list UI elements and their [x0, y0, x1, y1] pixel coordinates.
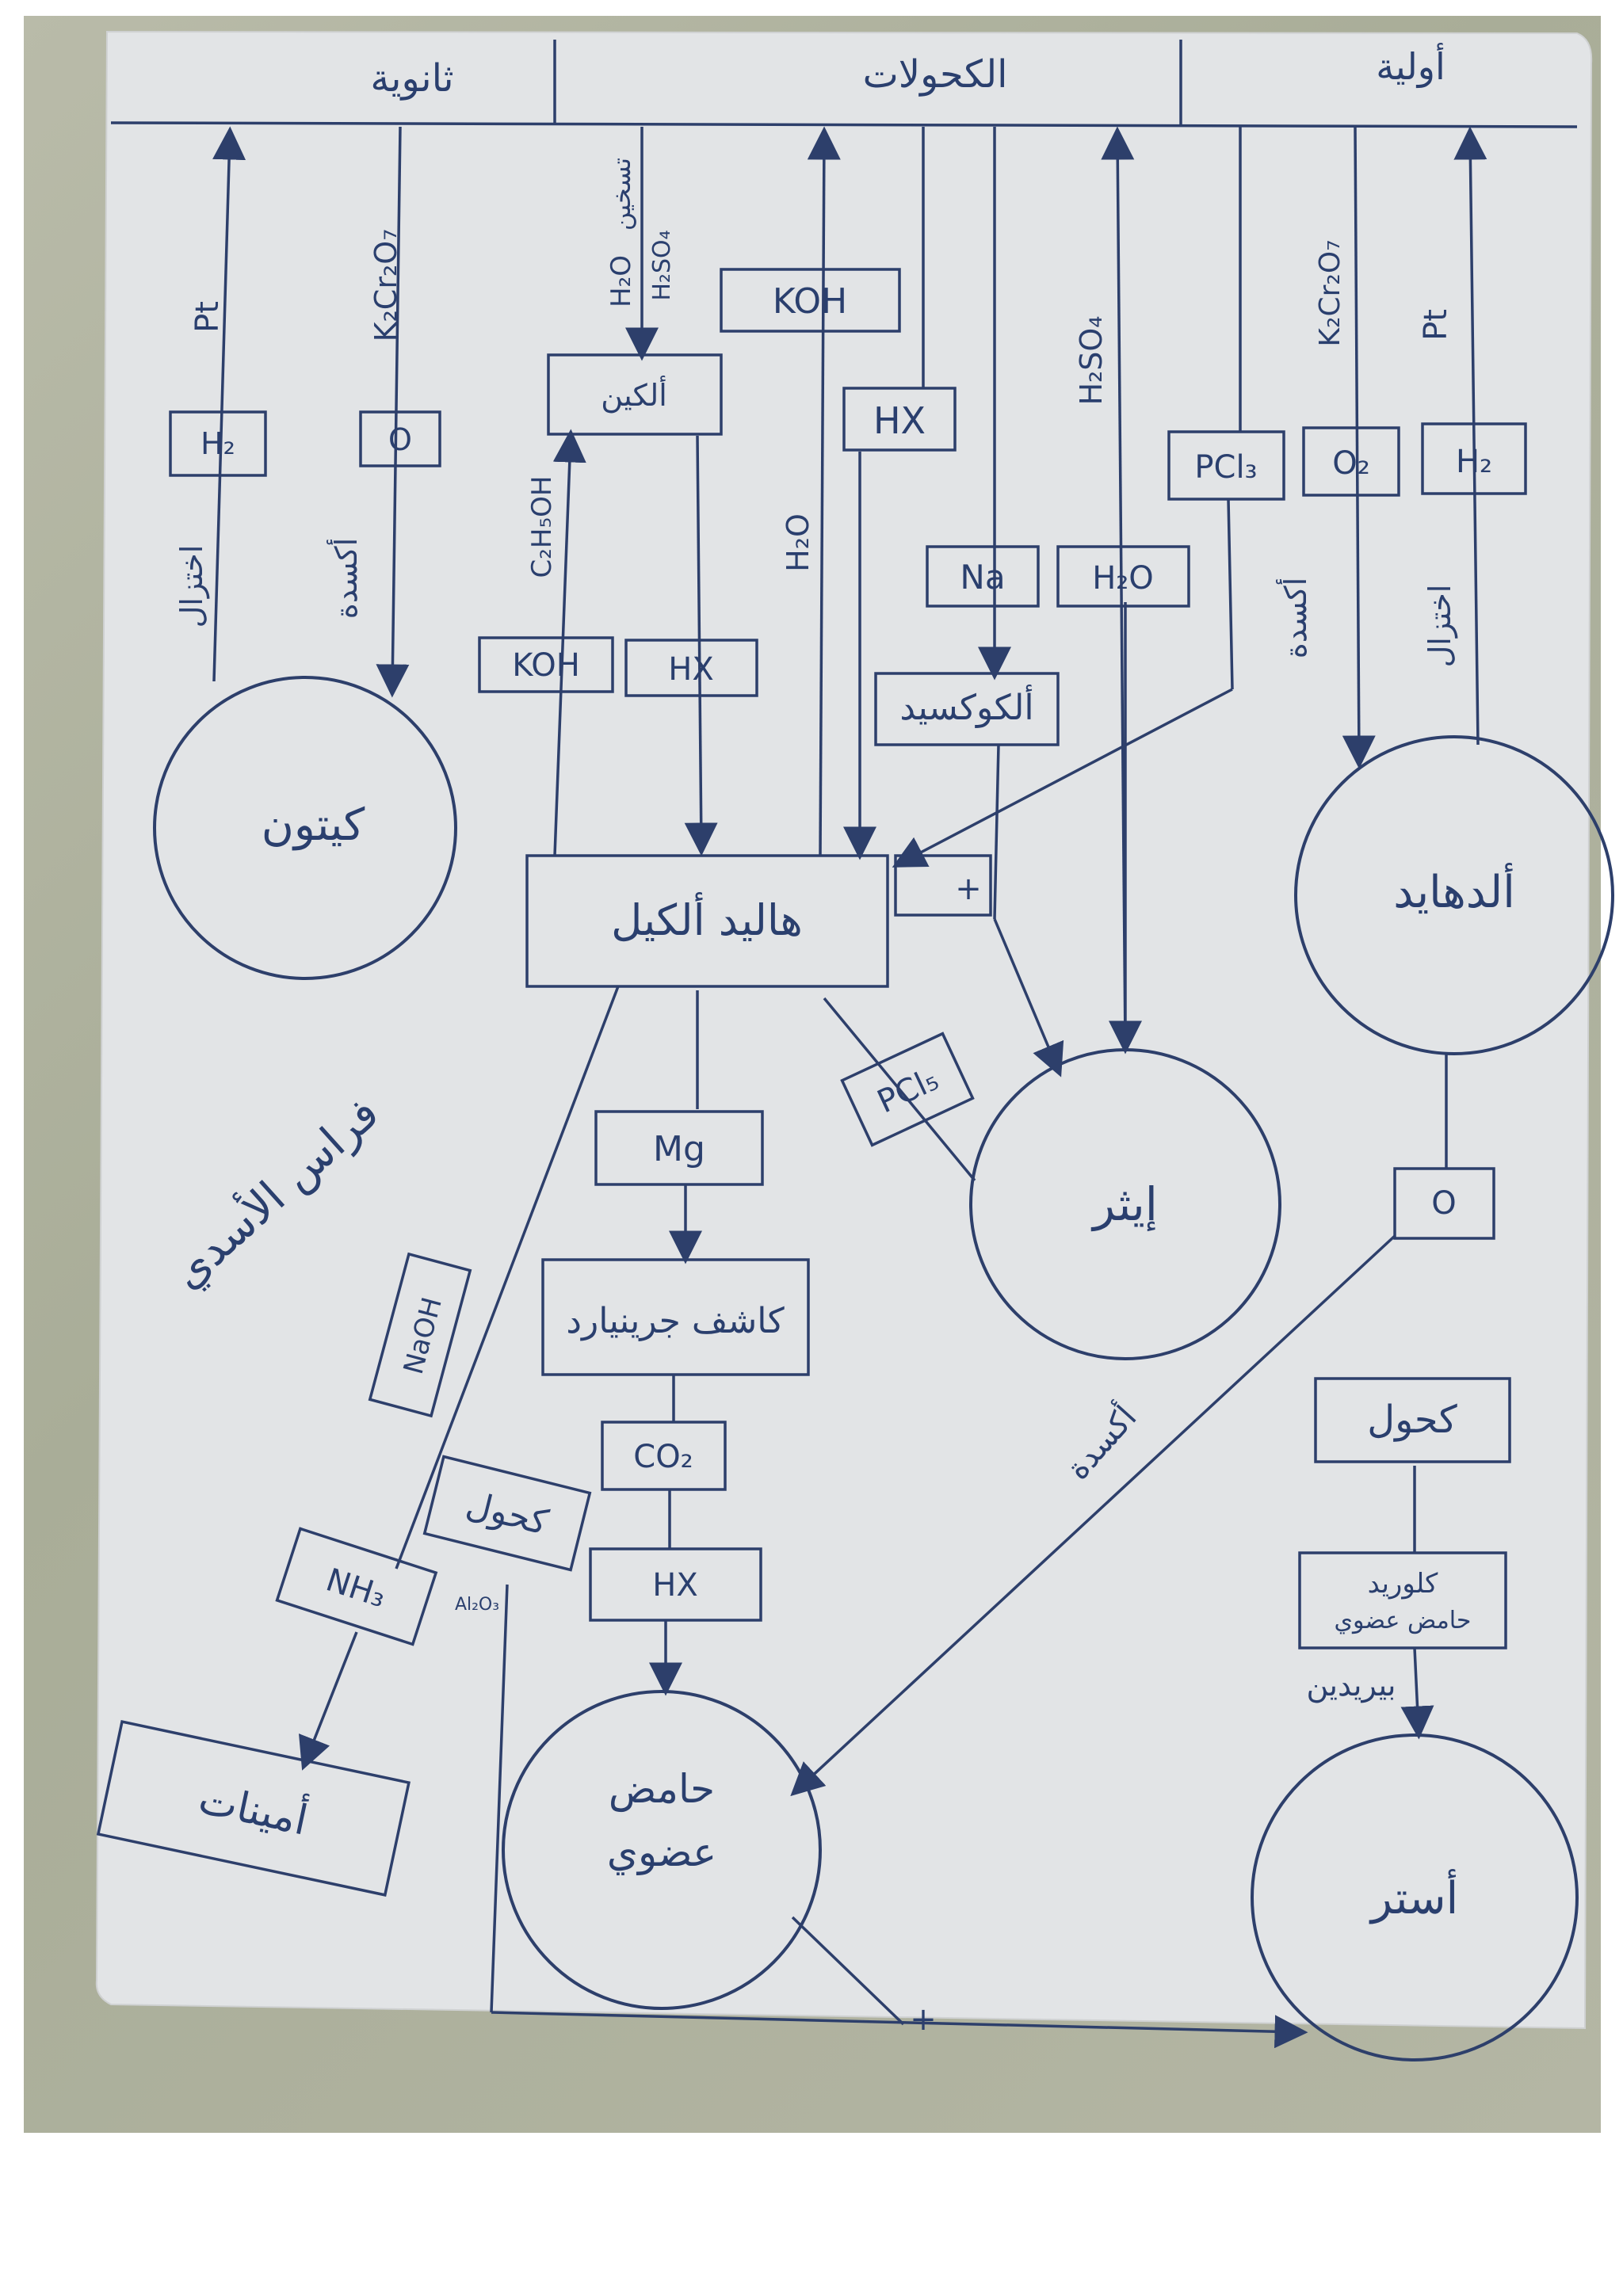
hx-bottom: HX	[652, 1567, 697, 1604]
arrow-ketone-to-secondary	[212, 126, 246, 682]
arrow-halide-to-alkene	[552, 429, 586, 856]
arrow-nh3-to-amines	[299, 1631, 358, 1771]
arrow-alcohol-to-aldehyde	[1342, 126, 1376, 769]
pt-left: Pt	[189, 301, 226, 333]
alcohol-box-left	[422, 1455, 592, 1572]
plus-top: +	[955, 871, 982, 907]
heat-conc: تسخين	[606, 158, 636, 231]
alkoxide-box	[874, 672, 1060, 746]
amines-box	[96, 1720, 411, 1897]
hx-mid: HX	[873, 399, 926, 442]
arrow-plus-to-ether	[993, 918, 1064, 1077]
organic-acid-label-2: عضوي	[607, 1829, 716, 1875]
hx-mid-box	[842, 387, 957, 452]
alkyl-halide-label: هاليد ألكيل	[611, 892, 803, 945]
ketone-circle	[153, 676, 457, 980]
koh-left: KOH	[512, 647, 580, 684]
o-left: O	[388, 422, 412, 457]
plus-bottom: +	[910, 2001, 937, 2038]
o2: O₂	[1332, 445, 1370, 482]
pyridine: بيريدين	[1306, 1668, 1396, 1703]
pcl5-box	[840, 1032, 975, 1147]
arrow-oxidation-to-acid	[790, 1234, 1396, 1797]
reduction-right: اختزال	[1423, 585, 1458, 668]
h2o-h2so4-1: H₂O	[605, 255, 637, 307]
line-alcohol-left-down	[490, 1584, 509, 2013]
hx-bottom-box	[589, 1547, 762, 1622]
o-right-box	[1393, 1167, 1495, 1240]
header-line	[110, 121, 1578, 128]
header-primary: أولية	[1376, 43, 1445, 89]
alcohol-label-right: كحول	[1367, 1398, 1457, 1442]
arrow-pcl3-to-halide	[1227, 498, 1234, 690]
oxidation-left: أكسدة	[327, 538, 364, 619]
o-right: O	[1431, 1185, 1456, 1222]
hx-left: HX	[668, 651, 713, 688]
line-acid-to-plus	[791, 1916, 905, 2026]
aldehyde-circle	[1294, 735, 1614, 1055]
koh-left-box	[478, 636, 614, 693]
h2-left-box	[169, 410, 267, 477]
header-secondary: ثانوية	[370, 56, 453, 101]
h2o-right-box	[1056, 545, 1190, 608]
co2: CO₂	[633, 1439, 693, 1475]
arrow-plus-to-ester	[491, 2011, 1308, 2049]
h2o-h2so4-2: H₂SO₄	[648, 230, 676, 300]
aldehyde-label: ألدهايد	[1393, 863, 1515, 918]
grignard-label: كاشف جرينيارد	[566, 1301, 784, 1341]
ether-label: إيثر	[1090, 1177, 1158, 1232]
arrow-pcl3-to-halide-diag	[892, 688, 1233, 868]
line-alkoxide-down	[993, 744, 1000, 920]
organic-acid-label-1: حامض	[609, 1766, 715, 1812]
al2o3: Al₂O₃	[455, 1595, 499, 1615]
na: Na	[960, 558, 1005, 597]
ester-label: أستر	[1369, 1869, 1458, 1924]
naoh-box	[368, 1252, 472, 1418]
line-halide-naoh	[395, 986, 620, 1569]
koh-top-box	[720, 268, 901, 333]
h2-left: H₂	[200, 426, 235, 461]
o-left-box	[359, 410, 441, 467]
hx-left-box	[624, 639, 758, 697]
ketone-label: كيتون	[262, 799, 365, 851]
alcohol-box-right	[1314, 1377, 1511, 1463]
h2o-right: H₂O	[1092, 560, 1154, 597]
mg-box	[594, 1110, 764, 1186]
pcl3-box	[1167, 430, 1285, 501]
arrow-acidchloride-to-ester	[1400, 1647, 1434, 1740]
arrow-aldehyde-to-primary	[1453, 126, 1487, 746]
arrow-secondary-to-ketone	[376, 126, 410, 698]
oxidation-right: أكسدة	[1276, 578, 1313, 658]
acid-chloride-label-1: كلوريد	[1368, 1568, 1439, 1600]
c2h5oh: C₂H₅OH	[526, 476, 558, 578]
co2-box	[601, 1421, 727, 1491]
arrow-alkene-to-halide	[684, 435, 718, 856]
pt-right: Pt	[1418, 309, 1454, 341]
mg: Mg	[653, 1129, 705, 1169]
arrow-halide-to-alcohol	[807, 126, 841, 856]
o2-box	[1302, 426, 1400, 497]
alkoxide-label: ألكوكسيد	[899, 685, 1033, 728]
line-halide-pcl5	[823, 997, 976, 1182]
header-alcohols: الكحولات	[863, 52, 1008, 97]
h2so4-right: H₂SO₄	[1074, 315, 1109, 405]
h2o-mid: H₂O	[781, 513, 815, 572]
nh3-box	[275, 1527, 438, 1646]
reduction-left: اختزال	[174, 545, 210, 628]
k2cr2o7-right: K₂Cr₂O₇	[1314, 239, 1346, 346]
na-box	[926, 545, 1040, 608]
plus-top-box	[894, 854, 992, 917]
acid-chloride-box	[1298, 1551, 1507, 1650]
paper-sheet	[95, 30, 1593, 2030]
alkene-label: ألكين	[601, 376, 667, 414]
pcl3: PCl₃	[1194, 449, 1257, 486]
acid-chloride-label-2: حامض عضوي	[1335, 1607, 1472, 1634]
koh-top: KOH	[773, 281, 847, 322]
